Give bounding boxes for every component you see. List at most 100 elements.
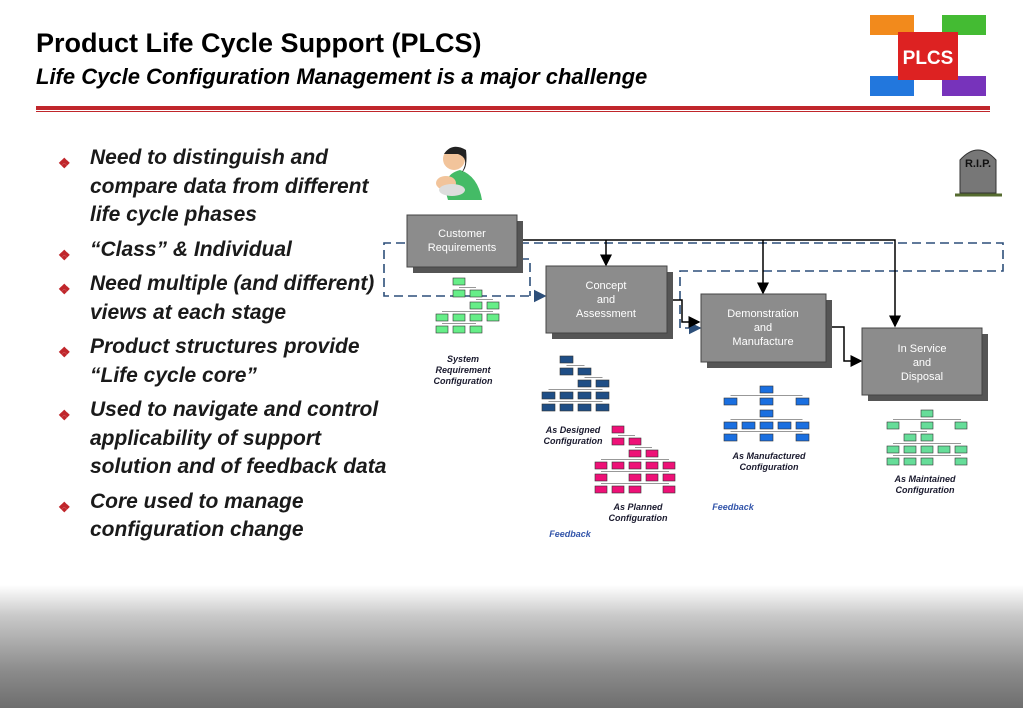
tombstone-illustration: R.I.P. — [955, 149, 1002, 197]
tree-node — [723, 421, 738, 430]
tree-node — [662, 473, 676, 482]
stage-customer-requirements: Customer Requirements — [406, 214, 523, 273]
tree-node — [954, 445, 968, 454]
bullet-diamond-icon: ❖ — [58, 246, 71, 263]
arrow-to-service — [516, 239, 901, 328]
tree-node — [723, 397, 738, 406]
tree-node — [920, 433, 934, 442]
tree-node — [541, 391, 556, 400]
tree-as-planned — [594, 425, 676, 494]
svg-text:Customer: Customer — [438, 228, 486, 240]
tree-node — [759, 385, 774, 394]
tree-node — [577, 367, 592, 376]
config-label: As Manufactured — [731, 451, 806, 461]
tree-node — [741, 421, 756, 430]
bullet-item: ❖Product structures provide “Life cycle … — [58, 335, 360, 387]
dashed-link — [520, 258, 531, 296]
bullet-diamond-icon: ❖ — [58, 407, 71, 423]
tree-node — [595, 403, 610, 412]
tree-node — [920, 457, 934, 466]
svg-text:Demonstration: Demonstration — [727, 308, 799, 320]
tree-node — [469, 289, 483, 298]
bullet-item: ❖Need to distinguish and compare data fr… — [58, 146, 369, 226]
config-label: Configuration — [609, 513, 668, 523]
tree-node — [903, 457, 917, 466]
bullet-diamond-icon: ❖ — [58, 344, 71, 360]
bullet-item: ❖Need multiple (and different) views at … — [58, 272, 375, 324]
arrow-concept-demonstration — [667, 299, 701, 328]
svg-text:Manufacture: Manufacture — [732, 336, 793, 348]
stage-demonstration-manufacture: Demonstration and Manufacture — [700, 293, 832, 368]
bullet-diamond-icon: ❖ — [58, 498, 71, 515]
bullet-diamond-icon: ❖ — [58, 281, 71, 297]
tree-node — [759, 409, 774, 418]
tree-node — [486, 313, 500, 322]
svg-text:Concept: Concept — [586, 280, 627, 292]
tree-node — [435, 325, 449, 334]
tree-node — [795, 397, 810, 406]
tree-node — [559, 367, 574, 376]
tree-node — [795, 421, 810, 430]
stage-concept-assessment: Concept and Assessment — [545, 265, 673, 339]
tree-node — [759, 433, 774, 442]
tree-node — [777, 421, 792, 430]
tree-node — [954, 457, 968, 466]
tree-node — [611, 461, 625, 470]
tree-node — [594, 473, 608, 482]
config-label: Configuration — [896, 485, 955, 495]
feedback-label: Feedback — [712, 502, 755, 512]
tree-node — [645, 449, 659, 458]
tree-node — [628, 473, 642, 482]
arrow-demonstration-service — [826, 326, 863, 367]
config-label: Configuration — [740, 462, 799, 472]
tree-node — [452, 289, 466, 298]
stage-in-service-disposal: In Service and Disposal — [861, 327, 988, 401]
tree-node — [662, 485, 676, 494]
tree-node — [920, 409, 934, 418]
bullet-list: ❖Need to distinguish and compare data fr… — [58, 144, 388, 551]
dashed-loop-demonstration — [520, 242, 1004, 335]
svg-text:Requirements: Requirements — [428, 242, 497, 254]
tree-node — [611, 437, 625, 446]
tree-node — [795, 433, 810, 442]
plcs-logo: PLCS — [870, 15, 986, 96]
tree-node — [937, 445, 951, 454]
tree-node — [886, 457, 900, 466]
bullet-item: ❖“Class” & Individual — [58, 236, 388, 265]
tree-as-manufactured — [723, 385, 810, 442]
bullet-diamond-icon: ❖ — [58, 155, 71, 171]
tree-node — [595, 379, 610, 388]
tree-node — [759, 397, 774, 406]
tree-node — [628, 449, 642, 458]
tree-node — [452, 325, 466, 334]
tree-node — [645, 473, 659, 482]
tree-node — [594, 485, 608, 494]
svg-text:In Service: In Service — [898, 343, 947, 355]
config-label: Configuration — [434, 376, 493, 386]
svg-text:and: and — [597, 294, 615, 306]
tree-node — [886, 421, 900, 430]
tree-node — [662, 461, 676, 470]
svg-text:Assessment: Assessment — [576, 308, 636, 320]
tree-node — [486, 301, 500, 310]
tree-node — [595, 391, 610, 400]
mother-baby-illustration — [436, 146, 482, 200]
tree-node — [559, 403, 574, 412]
config-label: As Designed — [545, 425, 601, 435]
tree-node — [541, 403, 556, 412]
page-subtitle: Life Cycle Configuration Management is a… — [36, 64, 648, 89]
title-divider-thin — [36, 111, 990, 112]
tree-as-designed — [541, 355, 610, 412]
tree-node — [469, 325, 483, 334]
tree-node — [559, 391, 574, 400]
tree-node — [469, 301, 483, 310]
tree-node — [723, 433, 738, 442]
tree-node — [577, 391, 592, 400]
svg-text:Disposal: Disposal — [901, 371, 943, 383]
bullet-item: ❖Core used to manage configuration chang… — [58, 489, 304, 542]
tree-node — [645, 461, 659, 470]
tree-node — [903, 433, 917, 442]
title-divider — [36, 106, 990, 110]
config-label: Requirement — [435, 365, 491, 375]
